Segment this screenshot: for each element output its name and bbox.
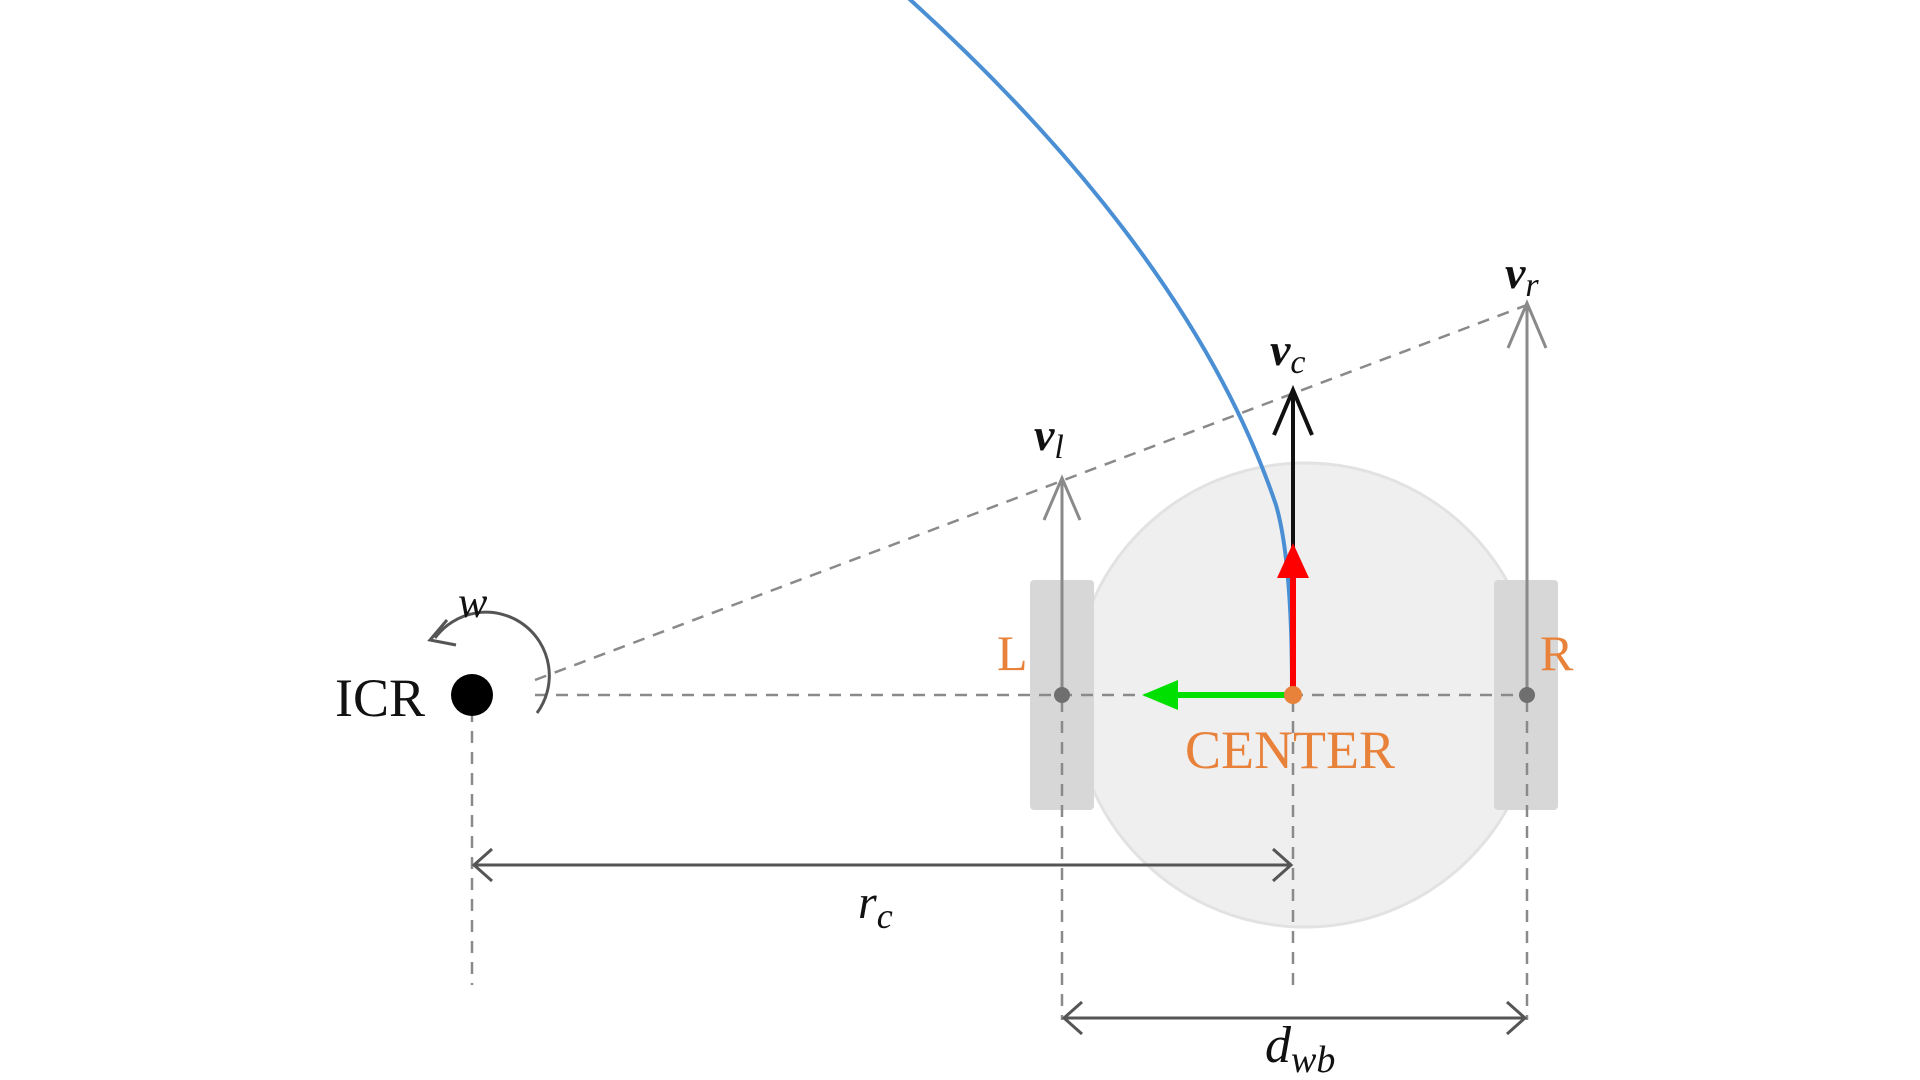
angular-velocity-indicator bbox=[427, 610, 551, 714]
center-point bbox=[1284, 686, 1302, 704]
heading-arrowhead bbox=[1277, 543, 1309, 578]
v-center-arrowhead bbox=[1272, 384, 1314, 436]
v-center-label: vc bbox=[1270, 324, 1306, 381]
center-label: CENTER bbox=[1185, 720, 1395, 780]
construction-lines bbox=[470, 303, 1529, 1020]
omega-arc bbox=[433, 610, 551, 714]
v-left-label: vl bbox=[1034, 409, 1064, 466]
omega-label: w bbox=[458, 578, 488, 627]
rc-label: rc bbox=[858, 876, 893, 936]
rc-right-tick bbox=[1272, 847, 1294, 883]
left-wheel-label: L bbox=[997, 625, 1028, 681]
omega-arrowhead bbox=[427, 619, 457, 647]
icr-point bbox=[451, 674, 493, 716]
velocity-profile-line bbox=[534, 303, 1528, 682]
v-right-arrowhead bbox=[1506, 299, 1548, 349]
right-wheel-label: R bbox=[1540, 625, 1574, 681]
lateral-arrowhead bbox=[1142, 680, 1178, 710]
dwb-label: dwb bbox=[1265, 1017, 1335, 1080]
dwb-right-tick bbox=[1506, 1000, 1528, 1036]
wheel-velocity-arrows bbox=[1042, 299, 1548, 695]
dwb-left-tick bbox=[1061, 1000, 1083, 1036]
left-wheel-point bbox=[1054, 687, 1070, 703]
v-right-label: vr bbox=[1505, 247, 1539, 304]
rc-left-tick bbox=[471, 847, 493, 883]
icr-label: ICR bbox=[335, 668, 425, 728]
v-left-arrowhead bbox=[1042, 474, 1082, 521]
trajectory-curve bbox=[907, 0, 1294, 691]
right-wheel-point bbox=[1519, 687, 1535, 703]
dimension-lines bbox=[471, 847, 1528, 1036]
local-frame-arrows bbox=[1142, 543, 1309, 710]
robot-body bbox=[1030, 461, 1558, 929]
